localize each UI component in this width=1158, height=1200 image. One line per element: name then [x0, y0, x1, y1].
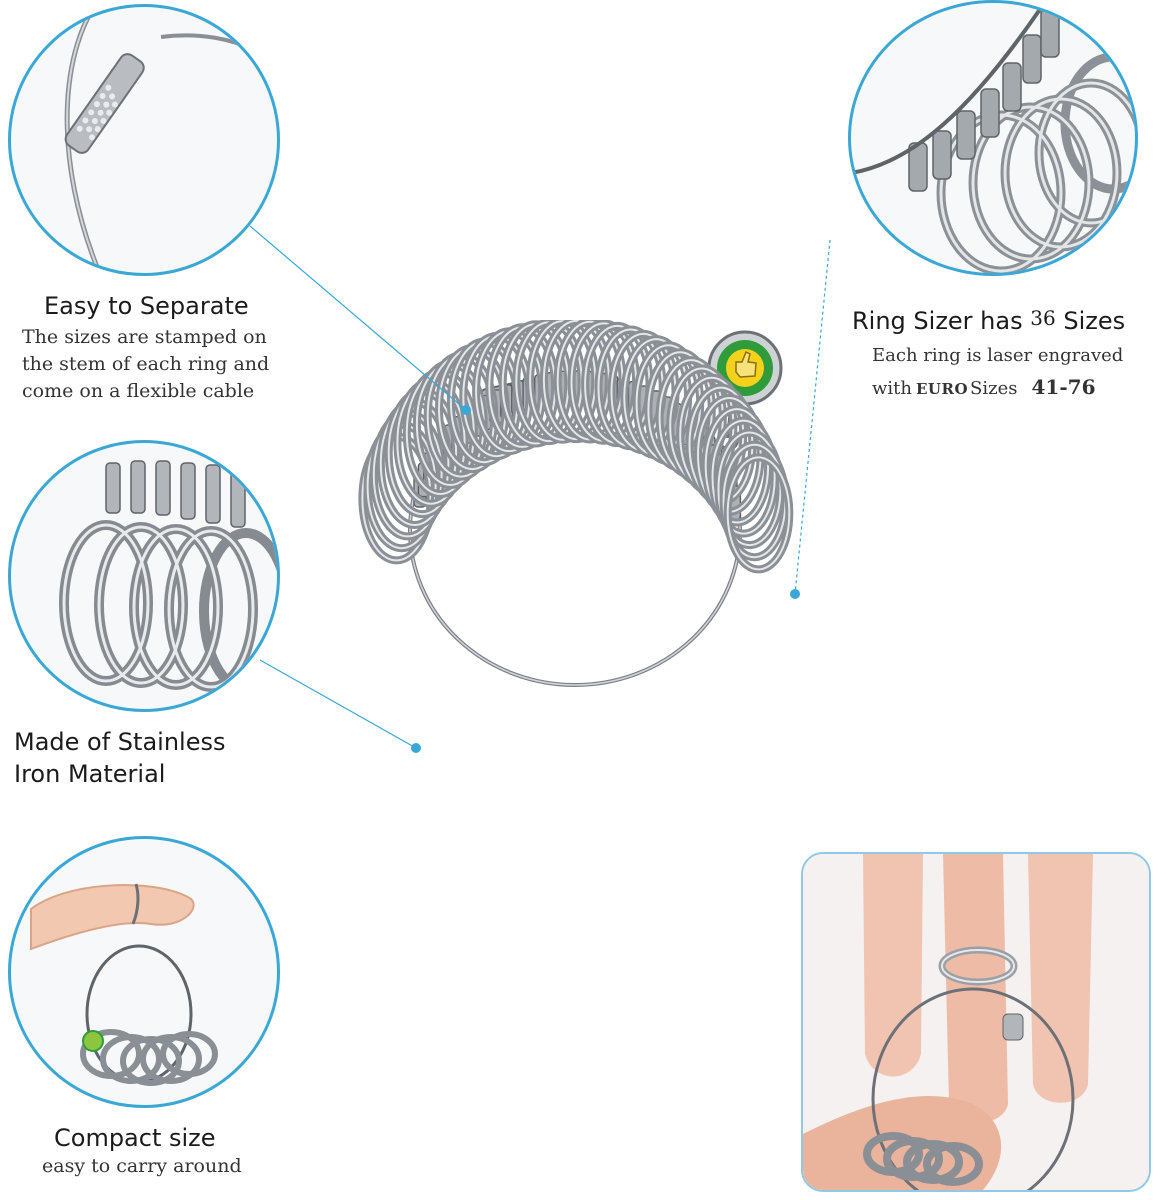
size-ring-highlight	[704, 408, 770, 524]
callout-text-sizes-with: with	[872, 378, 912, 399]
callout-title-sizes: Ring Sizer has 36 Sizes	[852, 306, 1125, 335]
callout-title-sizes-suffix: Sizes	[1063, 307, 1126, 335]
callout-text-sizes-1: Each ring is laser engraved	[872, 345, 1124, 366]
steel-rings-illustration	[59, 460, 277, 694]
size-ring-highlight	[711, 419, 776, 535]
size-ring-highlight	[726, 456, 791, 571]
callout-text-separate-3: come on a flexible cable	[22, 380, 255, 402]
size-ring-highlight	[717, 431, 782, 547]
cable-lock-illustration	[64, 7, 277, 273]
callout-title-material-1: Made of Stainless	[14, 728, 226, 756]
detail-circle-ring-stamps	[848, 0, 1138, 276]
detail-circle-cable-lock	[8, 4, 280, 276]
callout-text-compact: easy to carry around	[42, 1155, 242, 1177]
callout-dot-material	[411, 743, 421, 753]
callout-title-separate: Easy to Separate	[44, 292, 249, 320]
callout-dot-stamp	[790, 589, 800, 599]
photo-finger-sizing	[801, 852, 1151, 1192]
euro-badge: EURO	[916, 380, 969, 398]
callout-text-separate-2: the stem of each ring and	[22, 353, 270, 375]
callout-title-sizes-prefix: Ring Sizer has	[852, 307, 1023, 335]
detail-circle-compact	[8, 836, 280, 1108]
callout-text-separate-1: The sizes are stamped on	[22, 326, 267, 348]
callout-title-compact: Compact size	[54, 1124, 216, 1152]
callout-title-material-2: Iron Material	[14, 760, 166, 788]
finger-sizing-illustration	[803, 854, 1149, 1190]
ring-sizer-main-illustration	[358, 320, 794, 687]
compact-hanging-illustration	[30, 883, 218, 1086]
size-range: 41-76	[1031, 375, 1096, 399]
size-rings	[358, 320, 794, 574]
detail-circle-steel-rings	[8, 440, 280, 712]
callout-dot-cable	[461, 405, 471, 415]
callout-title-sizes-number: 36	[1030, 306, 1056, 330]
callout-text-sizes-word: Sizes	[970, 378, 1018, 399]
